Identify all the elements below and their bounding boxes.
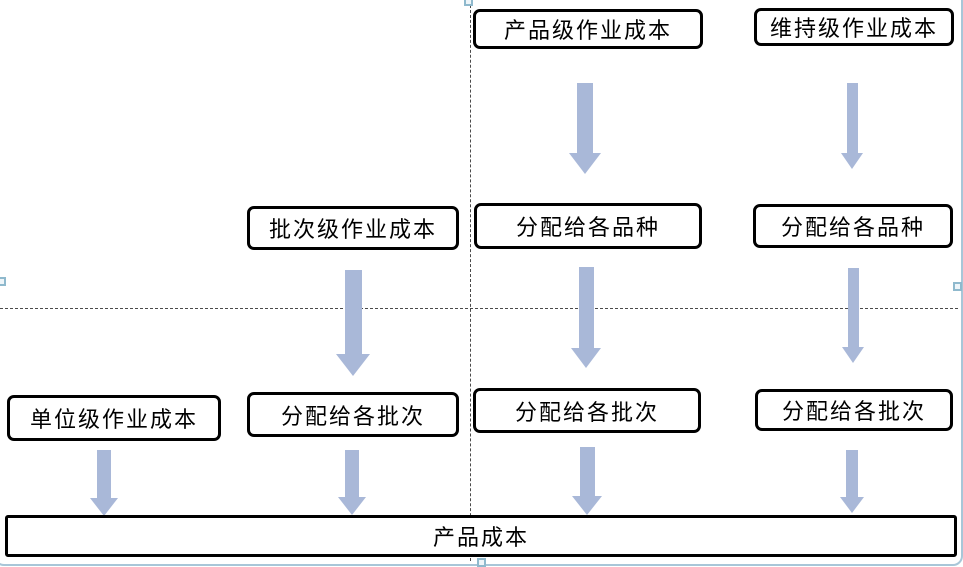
arrow-shaft bbox=[847, 268, 859, 347]
box-label: 批次级作业成本 bbox=[268, 217, 437, 242]
down-arrow-sustaining-to-variety[interactable] bbox=[841, 83, 864, 169]
down-arrow-batches-left-to-product-cost[interactable] bbox=[338, 450, 367, 515]
vertical-dashed-guide bbox=[470, 0, 471, 561]
box-label: 产品成本 bbox=[432, 525, 529, 550]
arrow-shaft bbox=[846, 450, 858, 497]
arrow-shaft bbox=[578, 267, 594, 348]
arrow-head bbox=[572, 496, 602, 515]
box-allocate-to-batches-middle[interactable]: 分配给各批次 bbox=[473, 388, 701, 433]
arrow-head bbox=[338, 497, 366, 515]
arrow-shaft bbox=[577, 83, 593, 153]
box-label: 产品级作业成本 bbox=[503, 18, 672, 43]
down-arrow-unit-to-product-cost[interactable] bbox=[90, 450, 119, 516]
arrow-head bbox=[842, 347, 864, 363]
box-allocate-to-batches-right[interactable]: 分配给各批次 bbox=[755, 389, 953, 431]
horizontal-dashed-guide bbox=[0, 308, 958, 309]
box-label: 单位级作业成本 bbox=[29, 407, 198, 432]
down-arrow-batches-middle-to-product-cost[interactable] bbox=[572, 447, 602, 515]
down-arrow-batches-right-to-product-cost[interactable] bbox=[840, 450, 865, 513]
box-label: 分配给各批次 bbox=[280, 403, 425, 429]
top-center-handle[interactable] bbox=[464, 0, 473, 6]
arrow-head bbox=[840, 497, 864, 513]
right-middle-handle[interactable] bbox=[953, 282, 962, 291]
box-label: 分配给各批次 bbox=[781, 399, 926, 424]
box-label: 分配给各批次 bbox=[514, 399, 659, 425]
box-label: 维持级作业成本 bbox=[769, 16, 938, 41]
arrow-shaft bbox=[846, 83, 858, 153]
box-label: 分配给各品种 bbox=[780, 215, 925, 240]
down-arrow-variety-to-batches-middle[interactable] bbox=[571, 267, 602, 368]
arrow-shaft bbox=[579, 447, 595, 496]
box-product-level-activity-cost[interactable]: 产品级作业成本 bbox=[473, 9, 703, 49]
bottom-center-handle[interactable] bbox=[477, 558, 486, 567]
down-arrow-product-to-variety[interactable] bbox=[569, 83, 602, 174]
left-middle-handle[interactable] bbox=[0, 277, 6, 286]
down-arrow-variety-to-batches-right[interactable] bbox=[842, 268, 865, 363]
arrow-shaft bbox=[97, 450, 111, 498]
arrow-head bbox=[571, 348, 601, 368]
box-unit-level-activity-cost[interactable]: 单位级作业成本 bbox=[7, 395, 221, 441]
arrow-head bbox=[90, 498, 118, 516]
down-arrow-batch-to-batches[interactable] bbox=[336, 270, 370, 376]
box-batch-level-activity-cost[interactable]: 批次级作业成本 bbox=[247, 206, 459, 250]
arrow-shaft bbox=[345, 450, 359, 497]
box-allocate-to-batches-left[interactable]: 分配给各批次 bbox=[247, 392, 459, 437]
box-label: 分配给各品种 bbox=[515, 215, 660, 240]
arrow-head bbox=[336, 354, 370, 376]
arrow-shaft bbox=[344, 270, 362, 354]
box-product-cost[interactable]: 产品成本 bbox=[5, 515, 957, 557]
arrow-head bbox=[841, 153, 863, 169]
box-allocate-to-varieties-middle[interactable]: 分配给各品种 bbox=[474, 203, 702, 249]
box-allocate-to-varieties-right[interactable]: 分配给各品种 bbox=[753, 204, 953, 248]
box-sustaining-level-activity-cost[interactable]: 维持级作业成本 bbox=[754, 8, 954, 46]
arrow-head bbox=[569, 153, 601, 174]
